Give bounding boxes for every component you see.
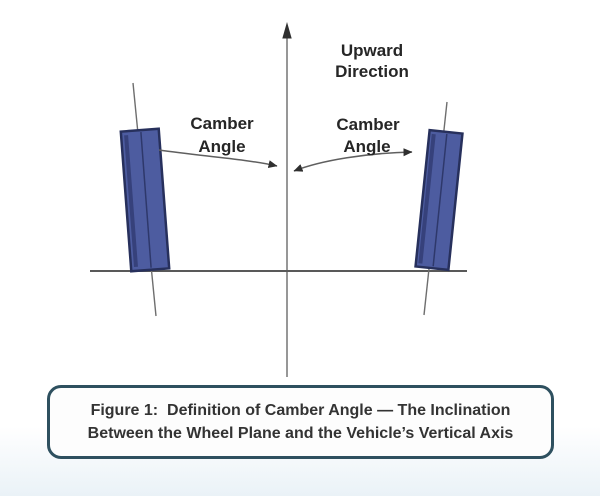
- figure-caption-line1: Figure 1: Definition of Camber Angle — T…: [90, 402, 511, 419]
- camber-angle-diagram: Upward Direction Camber Angle Camber Ang…: [90, 22, 467, 377]
- upward-direction-label-line1: Upward: [341, 41, 403, 60]
- figure-caption-line2: Between the Wheel Plane and the Vehicle’…: [87, 425, 514, 442]
- right-wheel-body: [414, 128, 464, 272]
- right-camber-angle-arrow: [293, 148, 413, 172]
- left-camber-label-line1: Camber: [190, 114, 254, 133]
- right-wheel: [414, 128, 464, 272]
- left-wheel-shading: [124, 135, 138, 268]
- figure-caption-box: Figure 1: Definition of Camber Angle — T…: [47, 385, 554, 459]
- upward-arrow-icon: [282, 22, 292, 39]
- right-camber-label-line2: Angle: [343, 137, 390, 156]
- left-camber-angle-arrow: [158, 149, 278, 169]
- right-camber-label-line1: Camber: [336, 115, 400, 134]
- right-wheel-shading: [418, 133, 436, 264]
- left-wheel-seam: [140, 132, 152, 268]
- left-wheel: [119, 127, 171, 273]
- left-camber-label-line2: Angle: [198, 137, 245, 156]
- upward-direction-label-line2: Direction: [335, 62, 409, 81]
- right-wheel-seam: [432, 133, 448, 267]
